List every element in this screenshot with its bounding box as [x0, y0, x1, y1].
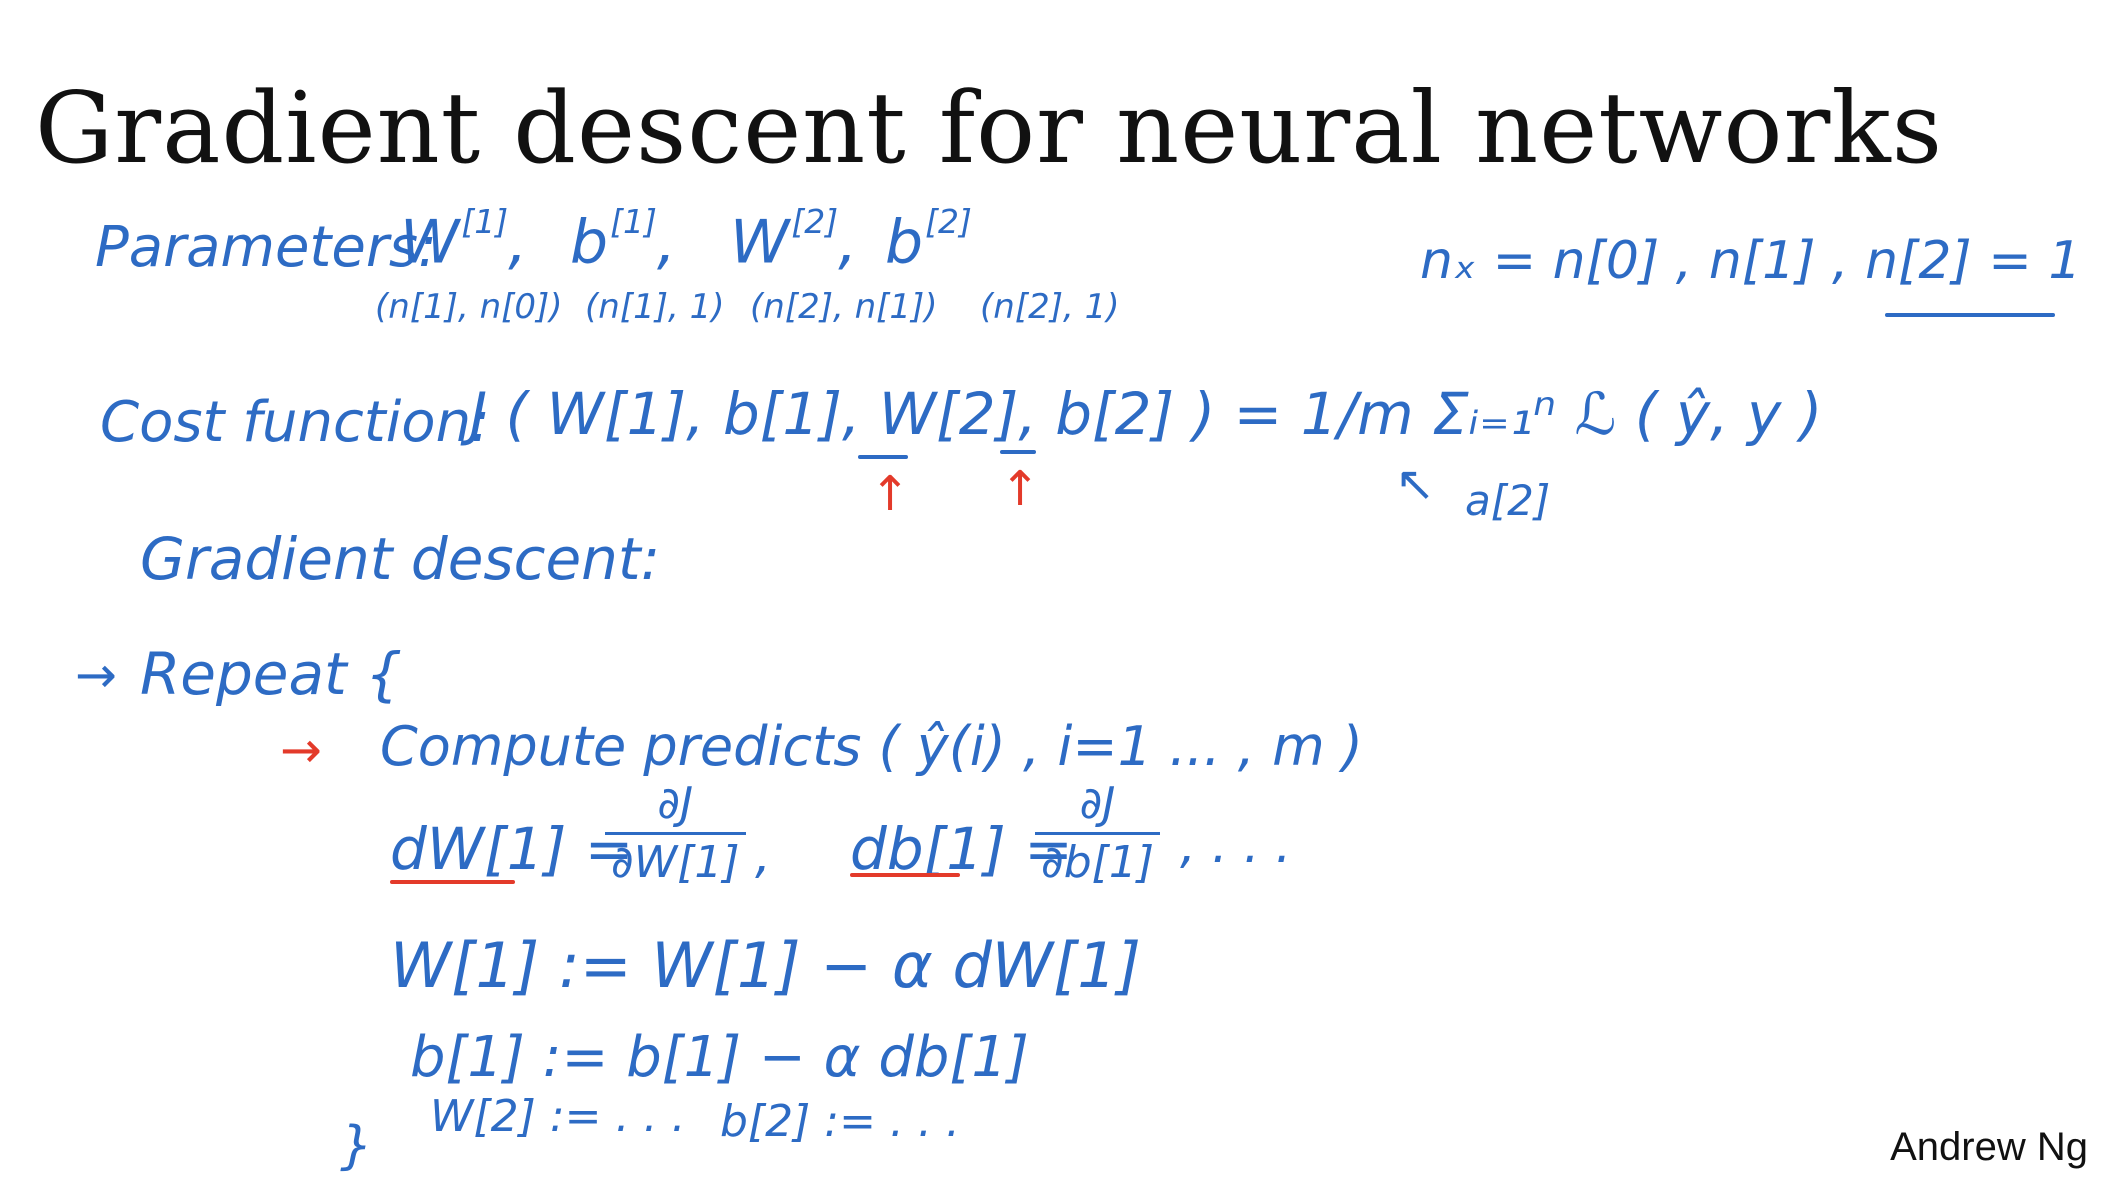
dw-denominator: ∂W[1] — [611, 837, 740, 889]
derivative-dots: , . . . — [1180, 816, 1292, 874]
param-w1: W[1], — [400, 202, 528, 278]
dw-numerator: ∂J — [657, 778, 694, 829]
param-b2-dimension: (n[2], 1) — [980, 287, 1120, 327]
compute-arrow-icon: → — [280, 721, 322, 779]
param-b2: b[2] — [885, 205, 972, 273]
dw-fraction-bar — [605, 832, 746, 836]
slide-title: Gradient descent for neural networks — [35, 72, 1944, 186]
gradient-descent-label: Gradient descent: — [140, 525, 661, 593]
yhat-arrow-icon: ↖ — [1395, 456, 1436, 512]
cost-function-label: Cost function: — [100, 390, 490, 455]
param-b1-symbol: b — [570, 207, 609, 278]
author-name: Andrew Ng — [1890, 1125, 2088, 1169]
db-lhs: db[1] = — [850, 815, 1073, 883]
dw-lhs: dW[1] = — [390, 815, 634, 883]
layer-sizes: nₓ = n[0] , n[1] , n[2] = 1 — [1420, 231, 2082, 291]
dw-fraction: ∂J ∂W[1] — [605, 778, 746, 889]
layer-sizes-underline — [1885, 313, 2055, 317]
dw-comma: , — [755, 826, 771, 884]
db-fraction-bar — [1035, 832, 1161, 836]
param-b2-sup: [2] — [925, 202, 972, 241]
compute-predictions: Compute predicts ( ŷ(i) , i=1 ... , m ) — [380, 715, 1363, 778]
param-w2-dimension: (n[2], n[1]) — [750, 287, 938, 327]
param-b1: b[1], — [570, 202, 676, 278]
param-w2-sup: [2] — [791, 202, 839, 241]
param-w2-symbol: W — [730, 207, 790, 278]
w2-underline — [858, 455, 908, 459]
param-b2-symbol: b — [885, 207, 924, 278]
dw-underline — [390, 880, 515, 884]
db-underline — [850, 873, 960, 877]
w2-update: W[2] := . . . — [430, 1091, 686, 1142]
db-fraction: ∂J ∂b[1] — [1035, 778, 1161, 889]
b2-update: b[2] := . . . — [720, 1096, 960, 1147]
param-w2: W[2], — [730, 202, 858, 278]
w2-arrow-icon: ↑ — [870, 466, 911, 522]
parameters-label: Parameters: — [95, 215, 437, 280]
b1-update: b[1] := b[1] − α db[1] — [410, 1025, 1029, 1090]
db-denominator: ∂b[1] — [1041, 837, 1155, 889]
b2-arrow-icon: ↑ — [1000, 461, 1041, 517]
param-w1-symbol: W — [400, 207, 460, 278]
cost-function-expression: J ( W[1], b[1], W[2], b[2] ) = 1/m Σᵢ₌₁ⁿ… — [470, 380, 1823, 448]
db-numerator: ∂J — [1079, 778, 1116, 829]
param-b1-dimension: (n[1], 1) — [585, 287, 725, 327]
repeat-label: Repeat { — [140, 640, 403, 708]
w1-update: W[1] := W[1] − α dW[1] — [390, 929, 1141, 1002]
param-w1-sup: [1] — [461, 202, 509, 241]
yhat-note: a[2] — [1465, 476, 1551, 525]
repeat-close-brace: } — [340, 1116, 374, 1176]
param-w1-dimension: (n[1], n[0]) — [375, 287, 563, 327]
repeat-arrow-icon: → — [75, 646, 117, 704]
b2-underline — [1000, 450, 1036, 454]
param-b1-sup: [1] — [610, 202, 657, 241]
